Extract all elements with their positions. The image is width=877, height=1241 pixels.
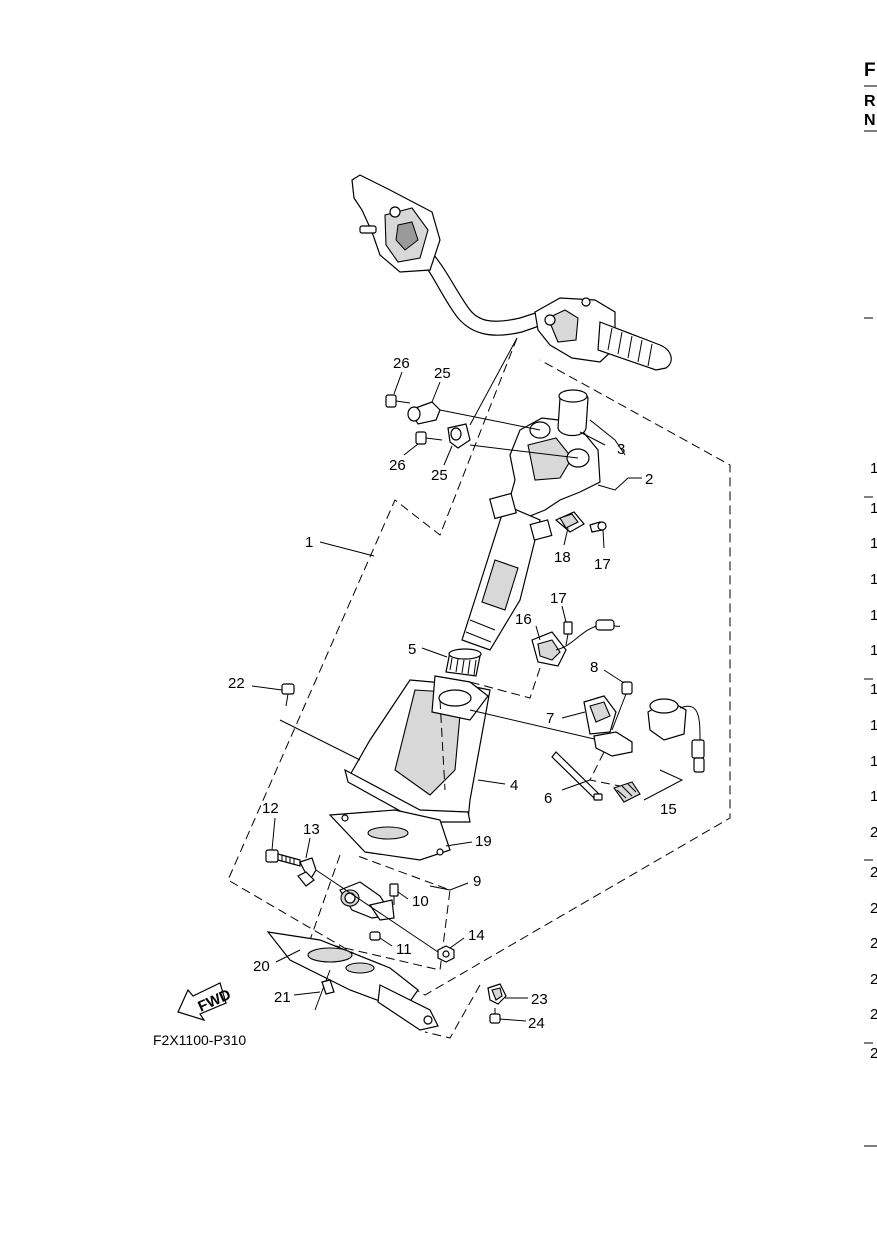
column-housing-part-4 xyxy=(344,675,621,823)
collar-part-5 xyxy=(445,648,482,677)
edge-digit: 1 xyxy=(870,717,877,734)
edge-digit: 2 xyxy=(870,824,877,841)
edge-digit: 2 xyxy=(870,1045,877,1062)
callout-10: 10 xyxy=(412,893,429,910)
edge-digit: 2 xyxy=(870,1006,877,1023)
edge-digit: 1 xyxy=(870,571,877,588)
bracket-part-7 xyxy=(583,681,633,757)
callout-6: 6 xyxy=(544,790,552,807)
bolt-part-22 xyxy=(279,683,361,761)
mount-plate-part-20 xyxy=(266,931,439,1031)
edge-digit: 1 xyxy=(870,788,877,805)
callout-23: 23 xyxy=(531,991,548,1008)
callout-16: 16 xyxy=(515,611,532,628)
callout-20: 20 xyxy=(253,958,270,975)
callout-18: 18 xyxy=(554,549,571,566)
edge-digit: 2 xyxy=(870,864,877,881)
callout-15: 15 xyxy=(660,801,677,818)
diagram-code: F2X1100-P310 xyxy=(153,1032,246,1048)
leader-lines xyxy=(251,371,684,1022)
callout-22: 22 xyxy=(228,675,245,692)
edge-digit: 1 xyxy=(870,753,877,770)
cable-joint-part-9 xyxy=(339,881,399,941)
callout-labels: 1 2 3 4 5 6 7 8 9 10 11 12 13 14 15 16 1… xyxy=(228,355,677,1032)
edge-row-letter: N xyxy=(864,112,876,129)
edge-digit: 2 xyxy=(870,971,877,988)
callout-25: 25 xyxy=(434,365,451,382)
callout-13: 13 xyxy=(303,821,320,838)
edge-digit: 1 xyxy=(870,607,877,624)
callout-1: 1 xyxy=(305,534,313,551)
clamp-bolts-25-26 xyxy=(385,394,579,459)
callout-26: 26 xyxy=(393,355,410,372)
clip-bolt-23-24 xyxy=(487,983,507,1024)
edge-digit: 1 xyxy=(870,642,877,659)
fwd-label: FWD xyxy=(195,986,233,1015)
callout-21: 21 xyxy=(274,989,291,1006)
edge-digit: 2 xyxy=(870,935,877,952)
edge-row-letter: R xyxy=(864,93,876,110)
edge-digit: 1 xyxy=(870,460,877,477)
callout-17: 17 xyxy=(594,556,611,573)
sensor-part-16 xyxy=(531,619,621,667)
steering-column xyxy=(461,389,607,651)
right-edge-column: F R N 1 1 1 1 1 1 1 1 1 1 2 2 2 2 2 2 2 xyxy=(864,60,877,1147)
callout-17: 17 xyxy=(550,590,567,607)
callout-19: 19 xyxy=(475,833,492,850)
callout-25: 25 xyxy=(431,467,448,484)
callout-3: 3 xyxy=(617,441,625,458)
callout-9: 9 xyxy=(473,873,481,890)
callout-26: 26 xyxy=(389,457,406,474)
edge-title-letter: F xyxy=(864,60,876,81)
callout-8: 8 xyxy=(590,659,598,676)
edge-digit: 1 xyxy=(870,681,877,698)
callout-4: 4 xyxy=(510,777,518,794)
edge-digit: 1 xyxy=(870,535,877,552)
edge-digit: 1 xyxy=(870,500,877,517)
bolt-washer-nut xyxy=(265,849,455,963)
callout-2: 2 xyxy=(645,471,653,488)
callout-24: 24 xyxy=(528,1015,545,1032)
callout-7: 7 xyxy=(546,710,554,727)
edge-digit: 2 xyxy=(870,900,877,917)
callout-14: 14 xyxy=(468,927,485,944)
callout-5: 5 xyxy=(408,641,416,658)
gasket-part-19 xyxy=(328,809,451,861)
callout-11: 11 xyxy=(396,941,412,958)
fwd-arrow-icon: FWD xyxy=(177,982,234,1022)
callout-12: 12 xyxy=(262,800,279,817)
switch-part-15 xyxy=(551,698,705,803)
handlebar-assembly xyxy=(351,174,672,426)
